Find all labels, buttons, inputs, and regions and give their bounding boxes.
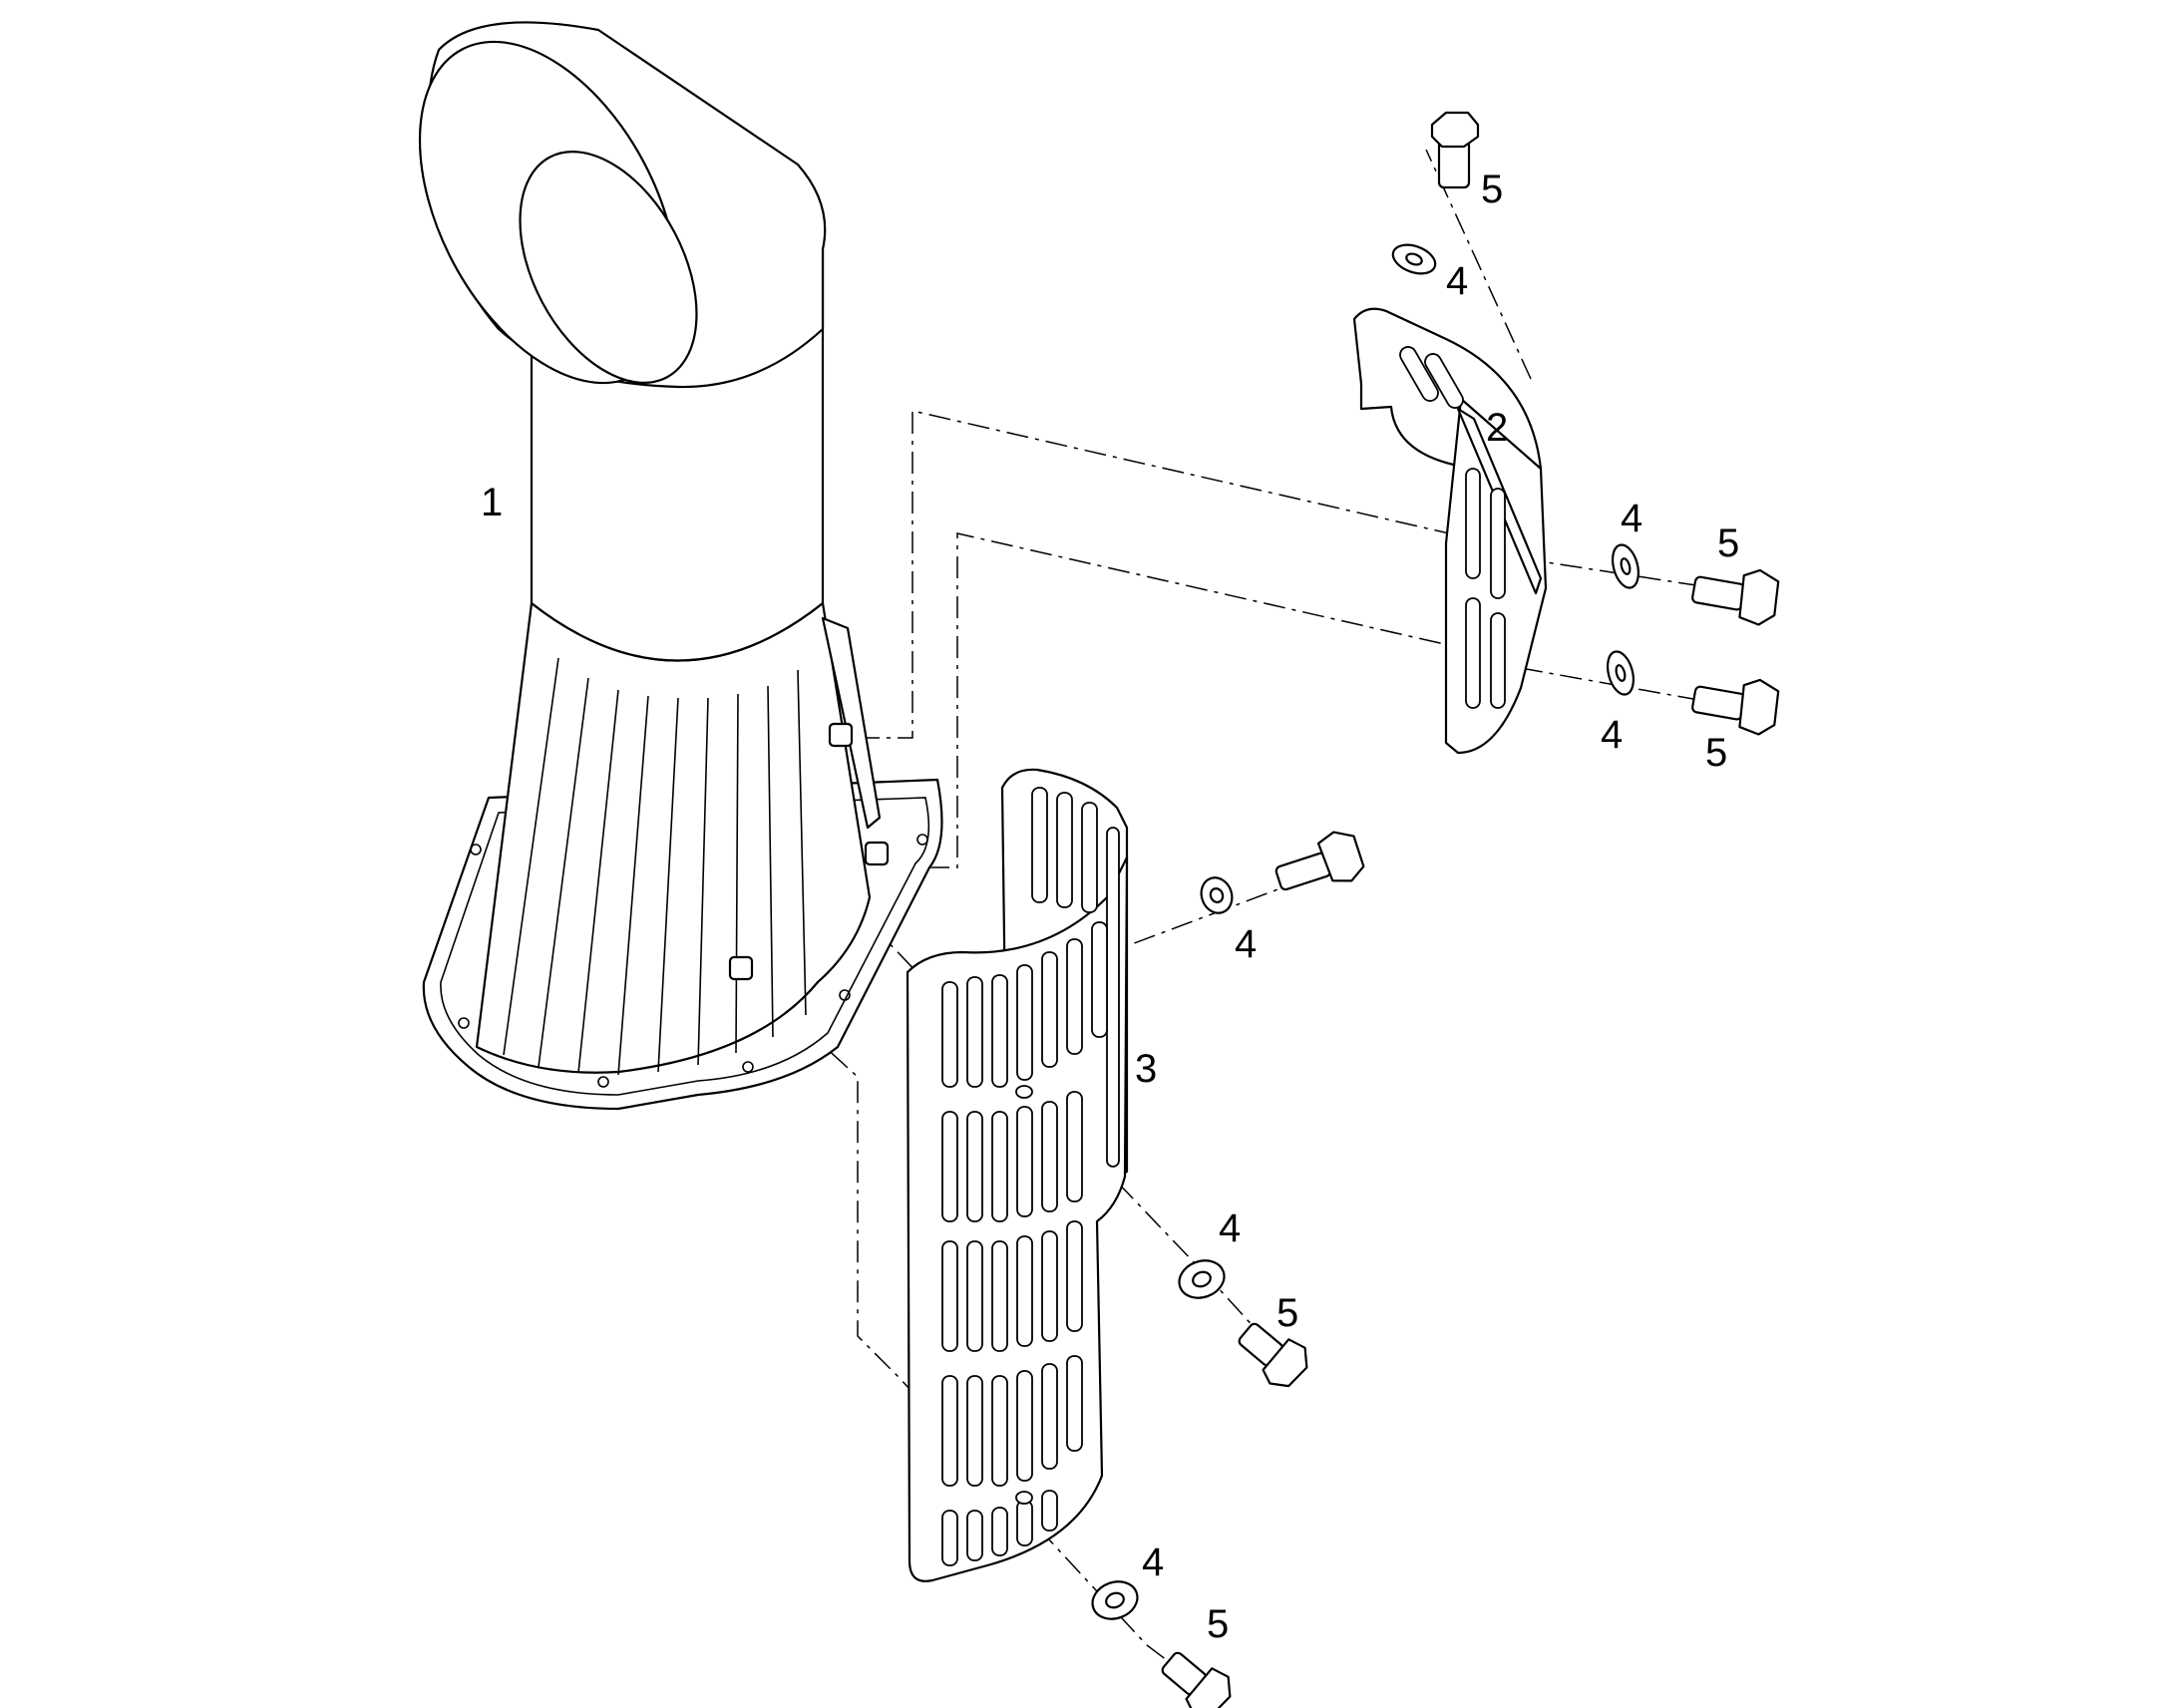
callout-washer: 4: [1621, 497, 1642, 540]
stack-outlet-inner-rim: [519, 151, 698, 384]
washer: [1091, 1580, 1139, 1620]
hex-bolt: [1691, 678, 1780, 736]
flange-hole: [470, 844, 482, 855]
callout-washer: 4: [1601, 713, 1623, 757]
exhaust-stack: [418, 21, 943, 1111]
callout-washer: 4: [1446, 259, 1468, 303]
bracket-slot: [1490, 612, 1506, 709]
mounting-bracket: [1352, 307, 1548, 755]
flange-hole: [916, 834, 928, 846]
washer: [1178, 1259, 1226, 1299]
flange-hole: [839, 989, 851, 1001]
callout-bolt: 5: [1705, 731, 1727, 775]
callout-part-1: 1: [481, 481, 503, 524]
callout-washer: 4: [1142, 1540, 1164, 1584]
washer: [1200, 876, 1234, 914]
hex-bolt: [1274, 831, 1365, 891]
bracket-slot: [1490, 488, 1506, 599]
weld-nut: [828, 722, 854, 748]
heat-guard-slots: [941, 787, 1120, 1566]
weld-nut: [728, 955, 754, 981]
washer: [1606, 650, 1635, 696]
hex-bolt: [1161, 1651, 1232, 1708]
callout-bolt: 5: [1207, 1602, 1229, 1646]
callout-bolt: 5: [1481, 168, 1503, 211]
stack-side-bracket: [821, 616, 882, 830]
callout-bolt: 5: [1276, 1291, 1298, 1335]
washer: [1611, 543, 1640, 589]
callout-washer: 4: [1219, 1206, 1241, 1250]
washer: [1391, 243, 1437, 275]
flange-hole: [458, 1017, 470, 1029]
bracket-slot: [1424, 353, 1464, 409]
weld-nut: [864, 841, 890, 866]
bracket-slot: [1465, 597, 1481, 709]
callout-labels: 1 2 3 4 4 4 4 4 4 5 5 5 5 5: [481, 168, 1739, 1646]
callout-washer: 4: [1235, 922, 1257, 966]
callout-part-2: 2: [1486, 406, 1508, 450]
cone-ribs: [503, 657, 807, 1076]
callout-part-3: 3: [1135, 1047, 1157, 1091]
hex-bolt: [1238, 1322, 1308, 1388]
heat-guard: [906, 768, 1129, 1582]
hex-bolt: [1430, 111, 1480, 189]
flange-hole: [742, 1061, 754, 1073]
heat-guard-mount-hole: [1015, 1085, 1033, 1099]
bracket-slot: [1399, 346, 1439, 402]
bolts: [1161, 111, 1780, 1708]
washers: [1091, 243, 1640, 1620]
hex-bolt: [1691, 568, 1780, 626]
flange-hole: [597, 1076, 609, 1088]
bracket-slot: [1465, 468, 1481, 579]
callout-bolt: 5: [1717, 521, 1739, 565]
heat-guard-mount-hole: [1015, 1491, 1033, 1505]
